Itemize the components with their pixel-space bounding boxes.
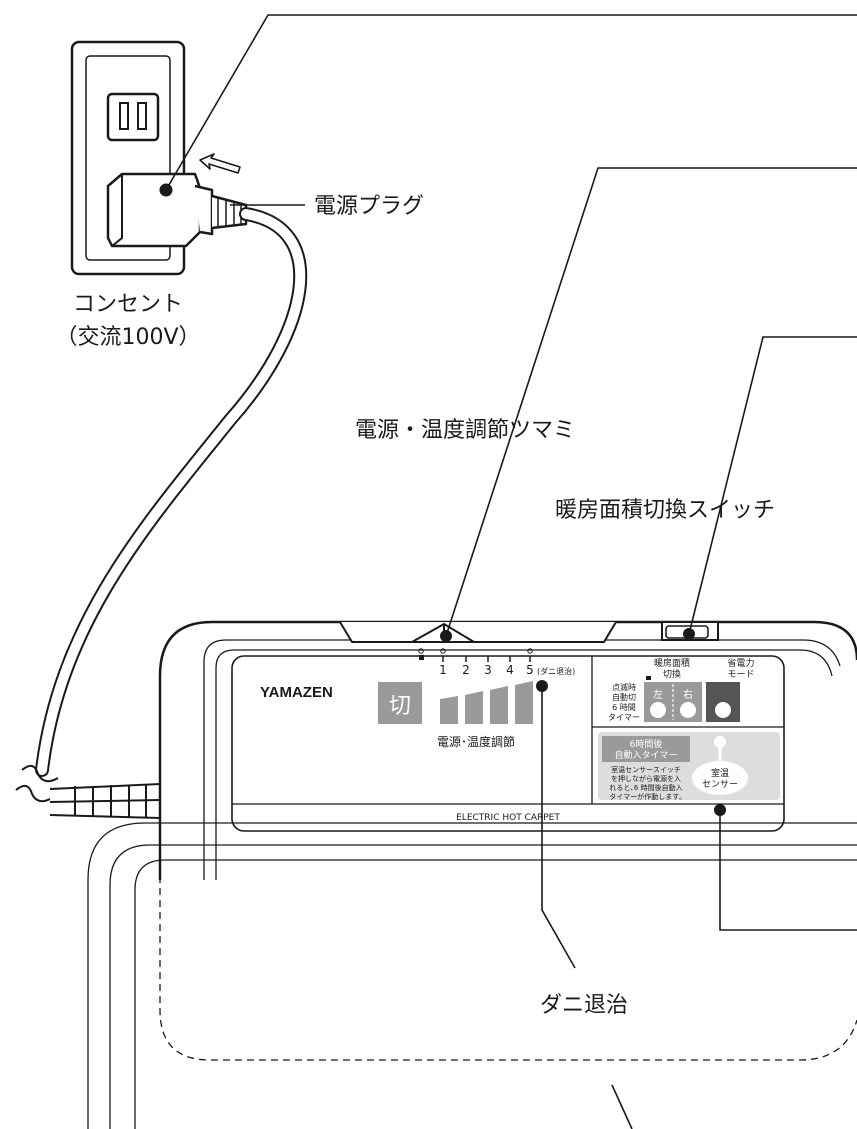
cord-strain-relief [49,782,161,820]
dial-mark-3: 3 [484,663,492,677]
carpet-heating-area [159,840,857,1061]
blink-note-3: 6 時間 [612,703,636,712]
sensor-led [714,736,726,748]
sensor-label-1: 室温 [711,767,729,779]
label-temperature-knob: 電源・温度調節ツマミ [355,418,575,443]
power-save-button[interactable] [715,702,731,718]
left-label: 左 [653,688,663,701]
leader-lines [165,14,857,1129]
sensor-label-2: センサー [702,779,738,790]
product-name: ELECTRIC HOT CARPET [456,813,560,823]
timer-title-2: 自動入タイマー [614,749,677,761]
brand-logo: YAMAZEN [260,684,333,701]
label-outlet-voltage: （交流100V） [55,325,200,350]
right-label: 右 [683,688,693,701]
power-cord [35,207,308,777]
area-title-1: 暖房面積 [654,657,690,669]
off-indicator [378,682,422,724]
blink-note-1: 点滅時 [612,682,636,692]
level-bars [440,681,533,724]
carpet [87,822,857,1129]
dial-mark-5: 5 [526,663,534,677]
save-title-2: モード [727,670,754,680]
dial-mark-1: 1 [439,663,447,677]
dial-mark-4: 4 [506,663,514,677]
timer-desc-3: れると､6 時間後自動入 [609,783,682,792]
insert-arrow-icon [199,153,241,174]
area-title-2: 切換 [663,668,681,680]
room-sensor-button[interactable] [692,761,748,795]
dial-caption: 電源･温度調節 [437,734,515,749]
timer-title-1: 6時間後 [630,738,663,750]
blink-note-4: タイマー [608,713,640,722]
cord-break-mark [21,764,59,783]
mite-marker-dot [536,680,548,692]
timer-title-box [602,736,690,762]
dial-scale-marks [418,648,533,662]
switch-position-mark [646,676,651,680]
knob-marker-dot [440,630,452,642]
right-area-button[interactable] [680,702,696,718]
dial-mark-5-note: (ダニ退治) [537,666,575,676]
off-label: 切 [389,694,411,719]
sensor-marker-dot [714,804,726,816]
save-title-1: 省電力 [727,657,754,669]
cord-break-mark [15,784,53,803]
timer-desc-2: を押しながら電源を入 [611,774,681,783]
label-area-switch: 暖房面積切換スイッチ [555,498,775,523]
area-switch-marker-dot [683,628,695,640]
timer-desc-4: タイマーが作動します｡ [609,792,683,801]
blink-note-2: 自動切 [612,692,636,702]
timer-desc-1: 室温センサースイッチ [611,765,681,774]
power-plug [106,172,248,248]
label-outlet: コンセント [73,292,183,317]
left-area-button[interactable] [650,702,666,718]
dial-mark-2: 2 [462,663,470,677]
label-power-plug: 電源プラグ [314,194,424,219]
label-mite-removal: ダニ退治 [540,993,628,1018]
